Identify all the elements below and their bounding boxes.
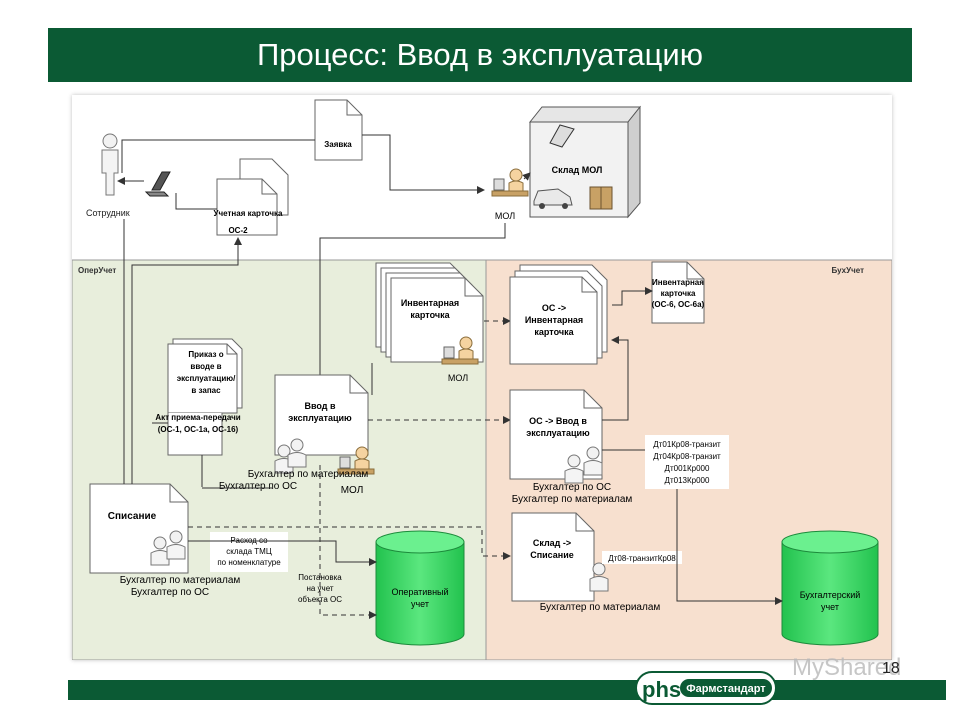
os-comm-inventory-connector <box>602 336 629 421</box>
employee-icon <box>101 133 119 196</box>
os-inventory-line1: ОС -> <box>542 303 566 313</box>
posting-4: Дт013Кр000 <box>665 476 710 485</box>
mol-warehouse-connector <box>522 172 531 181</box>
page-number: 18 <box>882 660 900 677</box>
writeoff-posting-box <box>602 551 682 564</box>
os-commissioning-document <box>509 389 603 480</box>
pharmstandard-logo: phs Фармстандарт <box>635 668 777 708</box>
inv-card-forms-document <box>651 261 705 324</box>
writeoff-db-connector <box>188 540 377 566</box>
box-icon <box>589 186 613 210</box>
posting-1: Дт01Кр08-транзит <box>653 440 721 449</box>
mol-label: МОЛ <box>495 211 515 221</box>
inventory-card-stack <box>375 262 484 363</box>
car-icon <box>533 188 573 209</box>
register-note-line3: объекта ОС <box>298 595 342 604</box>
inv-card-forms-line1: Инвентарная <box>652 278 704 287</box>
page-title: Процесс: Ввод в эксплуатацию <box>256 37 703 72</box>
order-line4: в запас <box>191 386 221 395</box>
phone-icon <box>549 124 575 148</box>
operational-db-line2: учет <box>411 599 429 609</box>
request-mol-connector <box>362 134 485 194</box>
mol-inventory-label: МОЛ <box>448 373 468 383</box>
os-commissioning-line1: ОС -> Ввод в <box>529 416 587 426</box>
writeoff-warehouse-dashed-connector <box>188 526 511 560</box>
os-card-forms-connector <box>612 287 653 306</box>
writeoff-card-connector <box>131 237 242 484</box>
order-line2: вводе в <box>190 362 221 371</box>
commissioning-role1: Бухгалтер по материалам <box>248 469 369 480</box>
commissioning-line2: эксплуатацию <box>288 413 352 423</box>
inv-card-forms-line2: карточка <box>661 289 696 298</box>
buh-zone-label: БухУчет <box>831 266 864 275</box>
writeoff-document <box>89 483 189 574</box>
inv-card-forms-line3: (ОС-6, ОС-6а) <box>652 300 705 309</box>
act-line2: (ОС-1, ОС-1а, ОС-16) <box>158 425 239 434</box>
postings-box <box>645 435 729 489</box>
mol-commissioning-connector <box>316 223 506 454</box>
os-inventory-line3: карточка <box>534 327 574 337</box>
mol-worker-icon <box>491 168 529 197</box>
writeoff-label: Списание <box>108 511 157 522</box>
expense-note-line3: по номенклатуре <box>217 558 281 567</box>
act-line1: Акт приема-передачи <box>155 413 240 422</box>
writeoff-role1: Бухгалтер по материалам <box>120 575 241 586</box>
order-document <box>167 338 243 456</box>
svg-text:Фармстандарт: Фармстандарт <box>686 683 766 695</box>
diagram-frame: ОперУчет БухУчет Сотрудник Заявка Учетна… <box>71 95 893 661</box>
os-role2: Бухгалтер по материалам <box>512 494 633 505</box>
laptop-icon <box>144 171 171 197</box>
accounting-db-line2: учет <box>821 602 839 612</box>
writeoff-posting: Дт08-транзитКр08 <box>608 554 676 563</box>
oper-zone-label: ОперУчет <box>78 266 116 275</box>
watermark: MyShared <box>792 654 902 681</box>
posting-3: Дт001Кр000 <box>665 464 710 473</box>
account-card-label: Учетная карточка <box>214 209 283 218</box>
commissioning-line1: Ввод в <box>304 401 336 411</box>
warehouse-writeoff-line1: Склад -> <box>533 538 571 548</box>
employee-label: Сотрудник <box>86 208 130 218</box>
footer-bar <box>68 680 946 700</box>
os-inventory-line2: Инвентарная <box>525 315 583 325</box>
operational-db-cylinder <box>375 530 465 646</box>
warehouse-label: Склад МОЛ <box>552 165 603 175</box>
expense-note-line2: склада ТМЦ <box>226 547 272 556</box>
writeoff-role2: Бухгалтер по ОС <box>131 587 209 598</box>
os-commissioning-line2: эксплуатацию <box>526 428 590 438</box>
logo-mark: phs Фармстандарт <box>635 671 777 705</box>
order-line1: Приказ о <box>188 350 223 359</box>
card-laptop-connector <box>175 193 217 210</box>
svg-text:phs: phs <box>642 677 681 702</box>
writeoff-role: Бухгалтер по материалам <box>540 602 661 613</box>
register-note-line2: на учет <box>306 584 333 593</box>
postings-db-connector <box>676 489 783 605</box>
request-label: Заявка <box>324 140 352 149</box>
os-inventory-card-stack <box>509 264 608 365</box>
title-bar: Процесс: Ввод в эксплуатацию <box>48 28 912 82</box>
accounting-db-cylinder <box>781 530 879 646</box>
os2-label: ОС-2 <box>228 226 248 235</box>
os-role1: Бухгалтер по ОС <box>533 482 611 493</box>
employee-request-connector <box>121 139 315 173</box>
posting-2: Дт04Кр08-транзит <box>653 452 721 461</box>
warehouse-writeoff-line2: Списание <box>530 550 574 560</box>
order-line3: эксплуатацию/ <box>177 374 236 383</box>
request-document <box>314 99 363 161</box>
process-diagram: ОперУчет БухУчет Сотрудник Заявка Учетна… <box>71 99 893 661</box>
comm-db-dashed-connector <box>319 465 377 619</box>
account-card-document <box>216 158 289 236</box>
commissioning-mol-label: МОЛ <box>341 485 364 496</box>
accounting-db-line1: Бухгалтерский <box>800 590 861 600</box>
expense-note-box <box>210 532 288 572</box>
inventory-card-line2: карточка <box>410 310 450 320</box>
commissioning-document <box>274 374 369 456</box>
commissioning-role2: Бухгалтер по ОС <box>219 481 297 492</box>
operational-db-line1: Оперативный <box>391 587 448 597</box>
inventory-card-line1: Инвентарная <box>401 298 459 308</box>
